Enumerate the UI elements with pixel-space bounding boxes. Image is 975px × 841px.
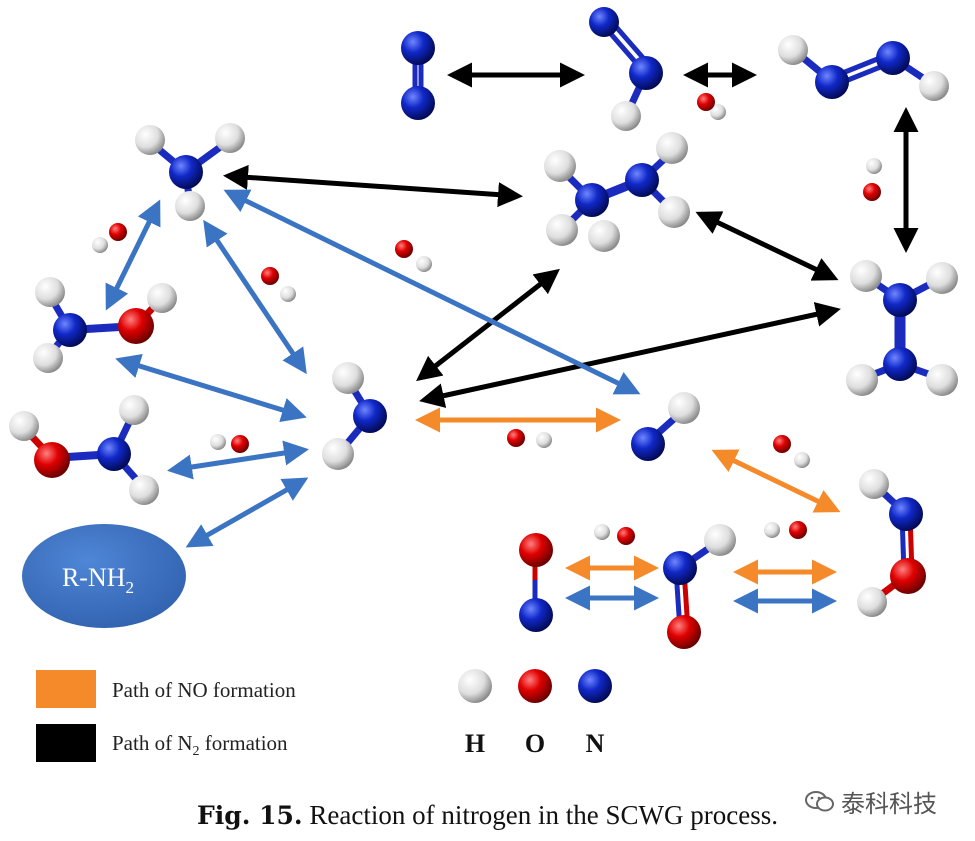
legend-n2-swatch <box>36 724 96 762</box>
oh-fragment-9 <box>594 524 635 545</box>
molecule-nh <box>631 392 700 461</box>
figure-number: Fig. 15. <box>196 801 303 830</box>
wechat-icon <box>805 790 834 811</box>
oh-fragment-6 <box>210 434 249 453</box>
molecule-nhoh <box>9 395 159 505</box>
key-hydrogen-atom <box>458 669 492 703</box>
oh-fragment-1 <box>697 93 726 120</box>
legend-no-label: Path of NO formation <box>112 678 296 702</box>
molecule-no <box>519 533 553 632</box>
molecule-nh2 <box>322 362 387 470</box>
key-oxygen-atom <box>518 669 552 703</box>
figure-caption-text: Reaction of nitrogen in the SCWG process… <box>309 800 779 830</box>
oh-fragment-10 <box>764 521 807 539</box>
arrow-nh3-to-nh <box>223 189 641 395</box>
oh-fragment-4 <box>261 267 296 302</box>
molecule-n2h <box>589 7 663 131</box>
arrow-nh3-to-n2h3 <box>223 164 523 208</box>
key-n-label: N <box>586 729 605 758</box>
rnh2-label: R-NH2 <box>62 563 134 597</box>
molecule-hno <box>663 524 736 649</box>
arrow-rnh2-to-nh2 <box>185 477 309 548</box>
oh-fragment-2 <box>863 158 882 201</box>
arrow-nh3-to-nh2oh <box>105 199 161 311</box>
arrow-n2h3-to-n2h4 <box>695 211 839 281</box>
no-path-arrows <box>415 407 841 585</box>
molecule-n2 <box>401 31 435 120</box>
legend-no-swatch <box>36 670 96 708</box>
key-h-label: H <box>465 729 485 758</box>
arrow-nhoh-to-nh2 <box>167 440 309 480</box>
watermark-text: 泰科科技 <box>841 790 937 818</box>
atom-key: H O N <box>458 669 612 758</box>
rnh2-source: R-NH2 <box>22 524 186 628</box>
molecule-n2h3 <box>544 132 690 252</box>
molecule-nh2oh <box>33 277 177 373</box>
oh-fragment-7 <box>507 429 552 448</box>
arrow-n2h3-to-nh2 <box>416 268 560 382</box>
arrow-nh-to-hnoh <box>711 449 841 513</box>
oh-fragment-3 <box>92 223 127 253</box>
molecule-hnoh <box>857 469 926 617</box>
molecule-n2h2 <box>778 35 949 101</box>
key-nitrogen-atom <box>578 669 612 703</box>
molecule-n2h4 <box>846 260 958 396</box>
rnh2-ellipse <box>22 524 186 628</box>
oh-fragment-8 <box>773 435 810 468</box>
other-path-arrows <box>105 189 837 614</box>
molecule-nh3 <box>135 123 245 221</box>
oh-fragment-5 <box>395 240 432 272</box>
watermark: 泰科科技 <box>805 784 937 819</box>
legend-n2-label: Path of N2 formation <box>112 731 288 759</box>
legend: Path of NO formation Path of N2 formatio… <box>36 670 296 762</box>
figure-caption: Fig. 15. Reaction of nitrogen in the SCW… <box>0 800 975 831</box>
arrow-nh2oh-to-nh2 <box>115 353 307 423</box>
key-o-label: O <box>525 729 545 758</box>
